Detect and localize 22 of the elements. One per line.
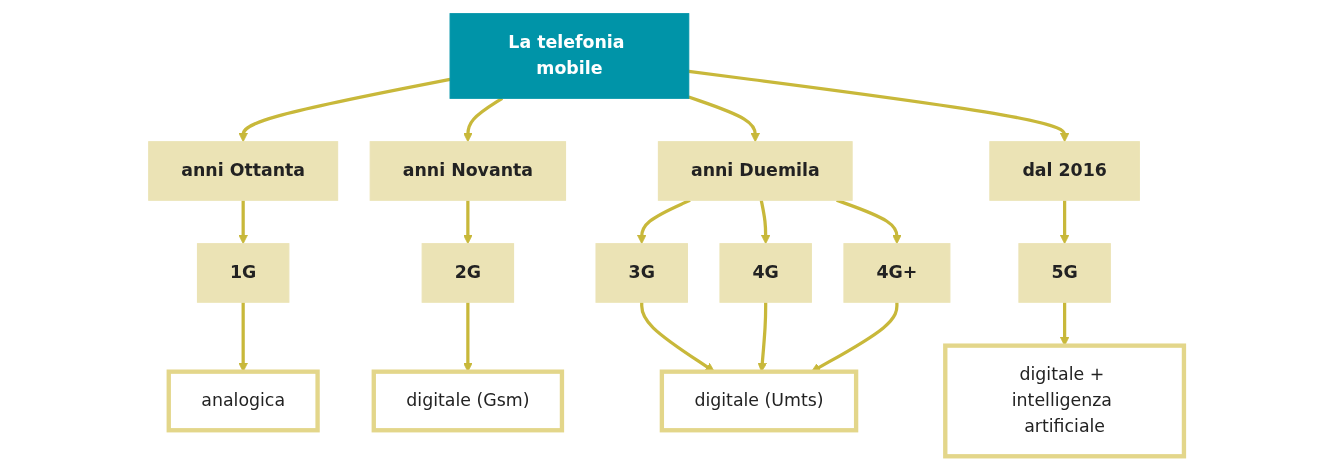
arrow (810, 302, 899, 373)
arrow (687, 95, 760, 143)
node-box: 4G (719, 243, 812, 303)
node-box: 5G (1018, 243, 1111, 303)
node-box: 3G (595, 243, 688, 303)
node-box: La telefonia mobile (449, 13, 689, 99)
node-box: digitale + intelligenza artificiale (942, 343, 1186, 459)
node-box: anni Ottanta (147, 141, 338, 201)
node-box: 4G+ (843, 243, 951, 303)
node-box: anni Duemila (657, 141, 853, 201)
arrow (238, 200, 248, 245)
node-box: 1G (196, 243, 290, 303)
arrow (688, 69, 1070, 143)
arrow (462, 200, 473, 245)
arrow (759, 199, 771, 245)
node-box: 2G (421, 243, 514, 303)
arrow (1059, 200, 1070, 245)
node-box: digitale (Gsm) (371, 369, 564, 433)
node-box: digitale (Umts) (659, 369, 858, 433)
node-box: analogica (166, 369, 320, 433)
node-box: dal 2016 (989, 141, 1140, 201)
node-box: anni Novanta (369, 141, 566, 201)
